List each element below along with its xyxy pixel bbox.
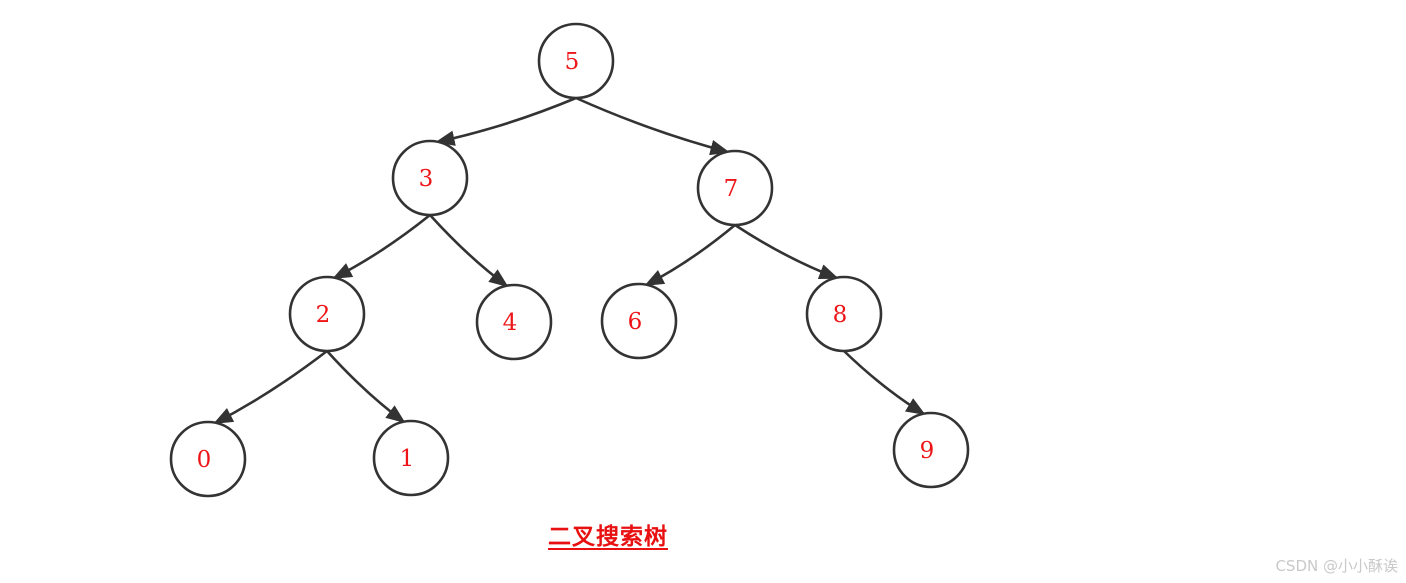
tree-node-circle xyxy=(372,419,450,497)
tree-node-4: 4 xyxy=(475,283,553,361)
tree-edge-5-7 xyxy=(575,96,730,156)
tree-node-circle xyxy=(288,275,366,353)
tree-edge-7-8 xyxy=(734,223,839,280)
tree-node-circle xyxy=(169,420,247,498)
tree-edge-5-3 xyxy=(435,96,577,146)
tree-node-value: 1 xyxy=(400,446,415,472)
tree-node-8: 8 xyxy=(805,275,883,353)
tree-node-value: 3 xyxy=(419,166,434,192)
tree-node-1: 1 xyxy=(372,419,450,497)
tree-edge-7-6 xyxy=(644,224,736,287)
tree-node-circle xyxy=(892,411,970,489)
tree-node-value: 8 xyxy=(833,302,848,328)
diagram-title: 二叉搜索树 xyxy=(548,523,668,550)
tree-node-circle xyxy=(600,282,678,360)
tree-node-value: 5 xyxy=(565,49,580,75)
tree-edge-8-9 xyxy=(843,350,926,416)
tree-node-7: 7 xyxy=(696,149,774,227)
tree-node-circle xyxy=(805,275,883,353)
tree-edge-2-1 xyxy=(326,350,406,424)
tree-node-2: 2 xyxy=(288,275,366,353)
tree-node-value: 4 xyxy=(503,310,518,336)
tree-node-circle xyxy=(391,139,469,217)
tree-edge-2-0 xyxy=(213,349,328,425)
tree-node-circle xyxy=(537,22,615,100)
tree-node-6: 6 xyxy=(600,282,678,360)
tree-node-value: 2 xyxy=(316,302,331,328)
tree-node-0: 0 xyxy=(169,420,247,498)
tree-node-value: 9 xyxy=(920,438,935,464)
tree-node-value: 0 xyxy=(197,447,212,473)
tree-node-value: 7 xyxy=(724,176,739,202)
tree-node-5: 5 xyxy=(537,22,615,100)
tree-node-3: 3 xyxy=(391,139,469,217)
tree-node-circle xyxy=(696,149,774,227)
tree-edge-3-2 xyxy=(332,213,431,280)
tree-node-9: 9 xyxy=(892,411,970,489)
watermark: CSDN @小小酥诶 xyxy=(1275,557,1398,575)
tree-node-circle xyxy=(475,283,553,361)
tree-node-value: 6 xyxy=(628,309,643,335)
tree-edge-3-4 xyxy=(429,214,509,288)
